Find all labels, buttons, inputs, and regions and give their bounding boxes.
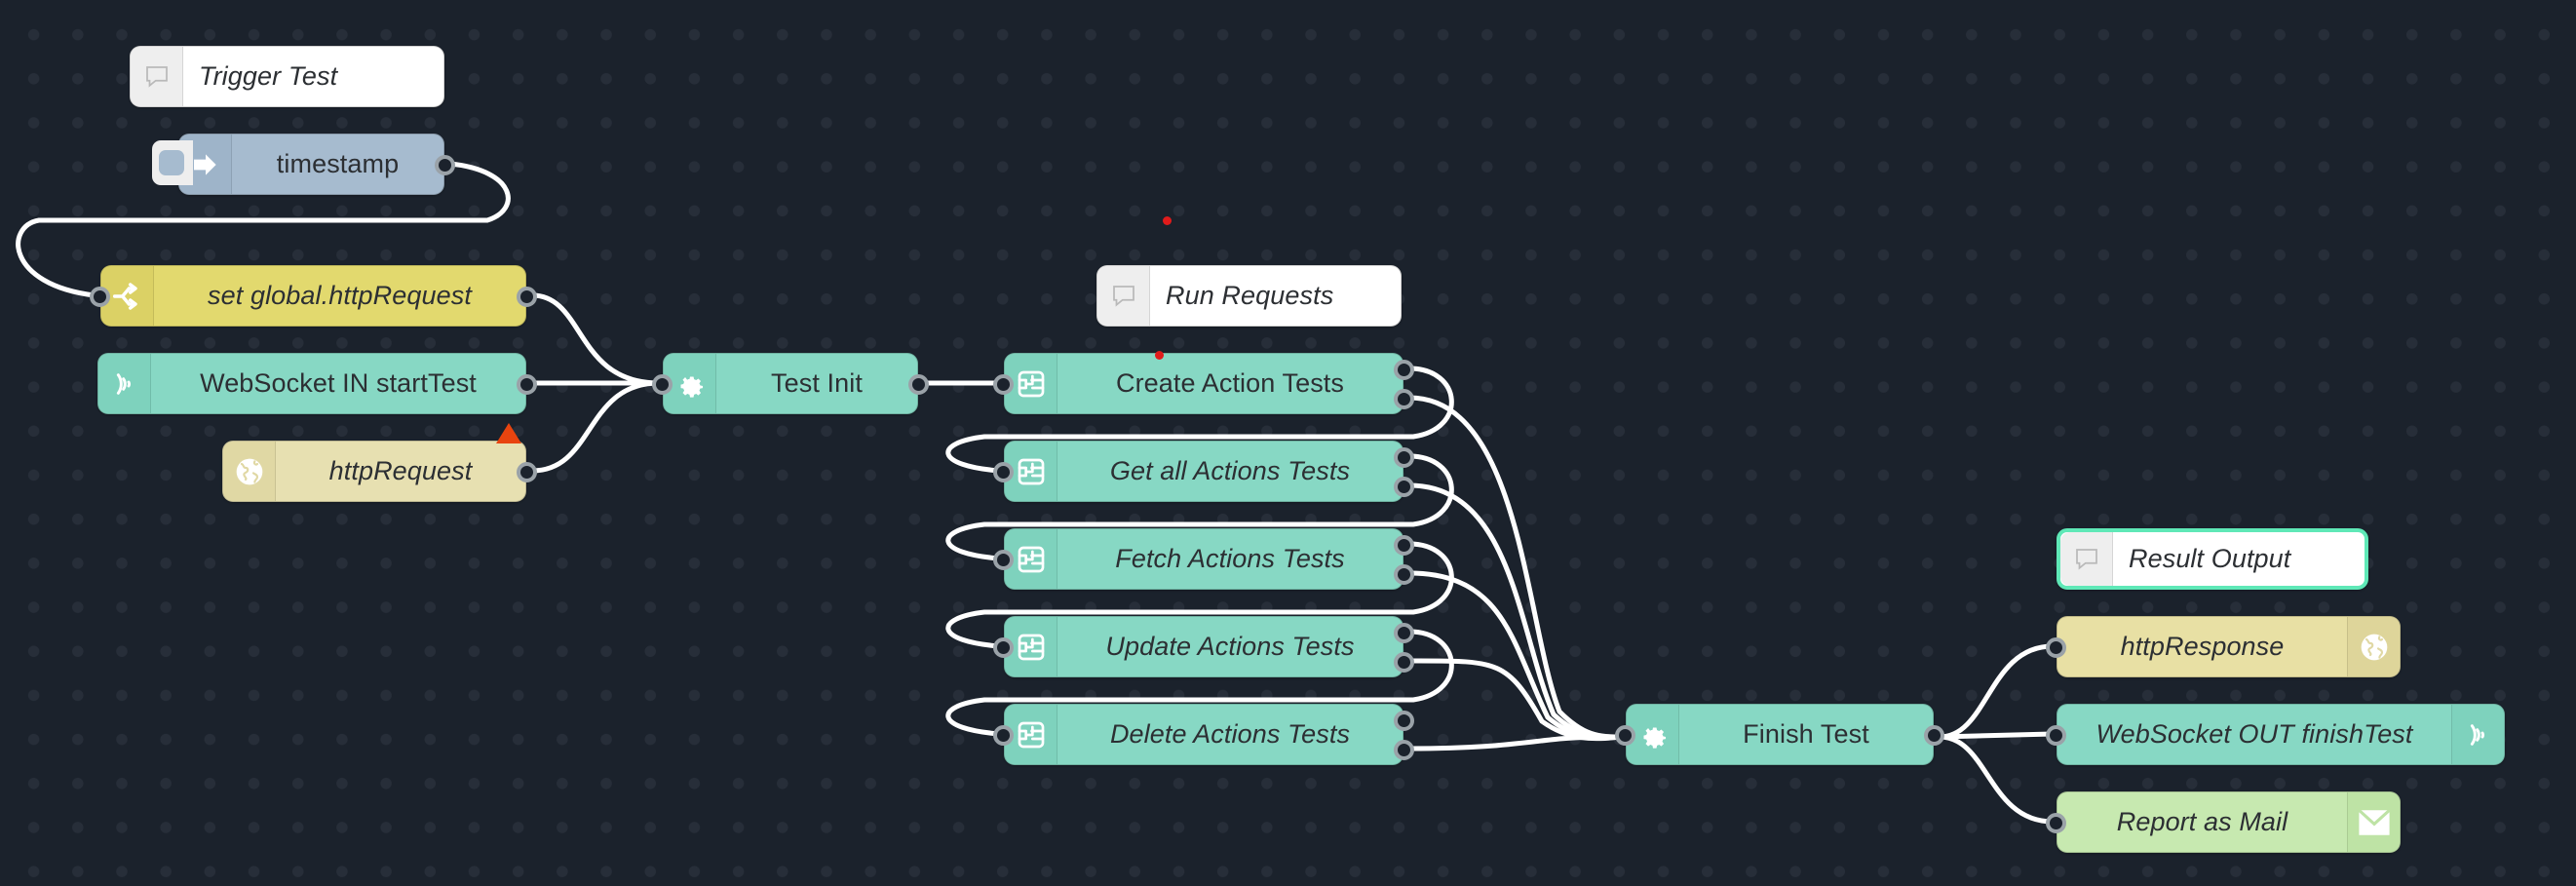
node-label: Finish Test: [1743, 719, 1869, 749]
input-port-httpresponse[interactable]: [2046, 636, 2066, 658]
warning-triangle-icon: [496, 423, 521, 443]
node-label: WebSocket IN startTest: [200, 368, 477, 398]
wire-fetch-actions-tests-to-finish-test[interactable]: [1406, 570, 1625, 741]
node-finish-test[interactable]: Finish Test: [1626, 704, 1934, 765]
output-port-create-action-tests-1[interactable]: [1394, 388, 1414, 409]
wire-finish-test-to-websocket-out-finishtest[interactable]: [1937, 731, 2056, 740]
input-port-set-global-httprequest[interactable]: [90, 286, 110, 307]
wire-delete-actions-tests-to-finish-test[interactable]: [1406, 734, 1625, 751]
node-create-action-tests[interactable]: Create Action Tests: [1004, 353, 1403, 414]
node-label: Test Init: [771, 368, 863, 398]
wire-get-all-actions-tests-to-finish-test[interactable]: [1406, 482, 1625, 740]
subflow-icon: [1005, 617, 1057, 676]
output-port-fetch-actions-tests-0[interactable]: [1394, 534, 1414, 556]
node-label: WebSocket OUT finishTest: [2095, 719, 2413, 749]
input-port-websocket-out-finishtest[interactable]: [2046, 724, 2066, 746]
comment-icon: [131, 47, 183, 106]
node-delete-actions-tests[interactable]: Delete Actions Tests: [1004, 704, 1403, 765]
input-port-update-actions-tests[interactable]: [993, 636, 1014, 658]
node-test-init[interactable]: Test Init: [663, 353, 918, 414]
node-label: Get all Actions Tests: [1109, 456, 1351, 485]
output-port-websocket-in-starttest-0[interactable]: [517, 373, 537, 395]
inject-trigger-button[interactable]: [152, 140, 193, 185]
comment-icon: [2060, 532, 2113, 586]
output-port-get-all-actions-tests-0[interactable]: [1394, 446, 1414, 468]
output-port-create-action-tests-0[interactable]: [1394, 359, 1414, 380]
node-label: timestamp: [276, 149, 400, 178]
wire-update-actions-tests-to-finish-test[interactable]: [1406, 658, 1625, 742]
node-get-all-actions-tests[interactable]: Get all Actions Tests: [1004, 441, 1403, 502]
input-port-delete-actions-tests[interactable]: [993, 724, 1014, 746]
node-label: Fetch Actions Tests: [1115, 544, 1345, 573]
node-timestamp[interactable]: timestamp: [152, 134, 444, 195]
subflow-icon: [1005, 442, 1057, 501]
gear-icon: [664, 354, 716, 413]
subflow-icon: [1005, 529, 1057, 589]
globe-icon: [223, 442, 276, 501]
node-fetch-actions-tests[interactable]: Fetch Actions Tests: [1004, 528, 1403, 590]
input-port-fetch-actions-tests[interactable]: [993, 549, 1014, 570]
signal-icon: [98, 354, 151, 413]
envelope-icon: [2347, 792, 2400, 852]
node-label: httpRequest: [328, 456, 473, 485]
wire-finish-test-to-httpresponse[interactable]: [1937, 643, 2056, 740]
node-label: Create Action Tests: [1115, 368, 1345, 398]
wire-finish-test-to-report-as-mail[interactable]: [1937, 734, 2056, 825]
change-icon: [101, 266, 154, 326]
output-port-delete-actions-tests-1[interactable]: [1394, 739, 1414, 760]
wire-httprequest-to-test-init[interactable]: [529, 380, 662, 474]
inject-square-icon: [159, 150, 184, 175]
node-trigger-test[interactable]: Trigger Test: [130, 46, 444, 107]
wire-create-action-tests-to-finish-test[interactable]: [1406, 395, 1625, 740]
input-port-test-init[interactable]: [652, 373, 673, 395]
node-label: Trigger Test: [199, 61, 338, 91]
output-port-httprequest-0[interactable]: [517, 461, 537, 482]
node-httpresponse[interactable]: httpResponse: [2057, 616, 2401, 677]
node-result-output[interactable]: Result Output: [2057, 528, 2368, 590]
input-port-report-as-mail[interactable]: [2046, 812, 2066, 833]
node-label: Result Output: [2129, 544, 2291, 573]
output-port-set-global-httprequest-0[interactable]: [517, 286, 537, 307]
node-run-requests[interactable]: Run Requests: [1096, 265, 1402, 327]
node-websocket-out-finishtest[interactable]: WebSocket OUT finishTest: [2057, 704, 2505, 765]
node-report-as-mail[interactable]: Report as Mail: [2057, 791, 2401, 853]
input-port-create-action-tests[interactable]: [993, 373, 1014, 395]
node-update-actions-tests[interactable]: Update Actions Tests: [1004, 616, 1403, 677]
node-set-global-httprequest[interactable]: set global.httpRequest: [100, 265, 526, 327]
node-label: Run Requests: [1166, 281, 1334, 310]
output-port-update-actions-tests-1[interactable]: [1394, 651, 1414, 673]
input-port-get-all-actions-tests[interactable]: [993, 461, 1014, 482]
signal-icon: [2451, 705, 2504, 764]
node-label: Update Actions Tests: [1105, 632, 1355, 661]
output-port-fetch-actions-tests-1[interactable]: [1394, 563, 1414, 585]
output-port-finish-test-0[interactable]: [1924, 724, 1944, 746]
output-port-update-actions-tests-0[interactable]: [1394, 622, 1414, 643]
comment-icon: [1097, 266, 1150, 326]
run-requests-status: [1163, 216, 1172, 225]
node-label: Delete Actions Tests: [1109, 719, 1351, 749]
create-action-tests-status: [1155, 351, 1164, 360]
input-port-finish-test[interactable]: [1615, 724, 1635, 746]
globe-icon: [2347, 617, 2400, 676]
output-port-timestamp-0[interactable]: [435, 154, 455, 175]
output-port-test-init-0[interactable]: [908, 373, 929, 395]
node-websocket-in-starttest[interactable]: WebSocket IN startTest: [97, 353, 526, 414]
output-port-get-all-actions-tests-1[interactable]: [1394, 476, 1414, 497]
node-label: Report as Mail: [2116, 807, 2288, 836]
node-label: set global.httpRequest: [208, 281, 472, 310]
subflow-icon: [1005, 705, 1057, 764]
output-port-delete-actions-tests-0[interactable]: [1394, 710, 1414, 731]
gear-icon: [1627, 705, 1679, 764]
subflow-icon: [1005, 354, 1057, 413]
node-httprequest[interactable]: httpRequest: [222, 423, 526, 502]
wire-set-global-httprequest-to-test-init[interactable]: [529, 292, 662, 386]
node-label: httpResponse: [2120, 632, 2285, 661]
